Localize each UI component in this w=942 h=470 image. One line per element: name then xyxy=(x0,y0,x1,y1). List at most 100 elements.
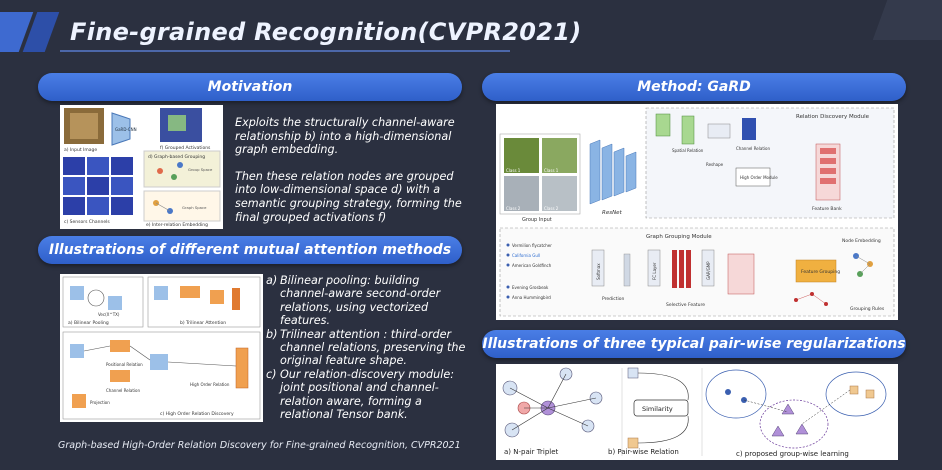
label-node-embedding: Node Embedding xyxy=(842,238,881,244)
output-block xyxy=(232,288,240,310)
bird-image xyxy=(542,176,577,211)
page-title: Fine-grained Recognition(CVPR2021) xyxy=(70,18,582,46)
label-channel: Channel Relation xyxy=(736,146,770,151)
class-label: Class 1 xyxy=(506,168,521,173)
list-item-text: Trilinear attention : third-order channe… xyxy=(280,327,466,368)
label-trilinear: b) Trilinear Attention xyxy=(180,320,226,326)
label-spatial: Spatial Relation xyxy=(672,148,704,153)
list-item: a)Bilinear pooling: building channel-awa… xyxy=(266,274,466,328)
activation-highlight xyxy=(168,115,186,131)
motivation-paragraph-1: Exploits the structurally channel-aware … xyxy=(235,116,455,157)
bird-name: Vermilion flycatcher xyxy=(512,243,552,248)
label-vec: Vec(X^TX) xyxy=(98,312,120,317)
bird-name: American Goldfinch xyxy=(512,263,552,268)
motivation-figure: a) Input Image GaRD-CNN f) Grouped Activ… xyxy=(60,105,223,229)
bg-stripe-3 xyxy=(872,0,942,40)
motivation-paragraph-2: Then these relation nodes are grouped in… xyxy=(235,169,462,224)
attention-figure: Vec(X^TX) a) Bilinear Pooling b) Triline… xyxy=(60,274,263,422)
bilinear-loop xyxy=(87,289,105,307)
projection-block xyxy=(72,394,86,408)
label-gard: GaRD-CNN xyxy=(115,127,137,132)
flow-arrow xyxy=(83,345,111,352)
trilinear-box xyxy=(147,276,261,328)
label-grouped: f) Grouped Activations xyxy=(160,145,211,151)
bird-name: Anna Hummingbird xyxy=(512,295,551,300)
label-graph-space: Graph Space xyxy=(182,205,207,210)
pair-wise-relation xyxy=(627,367,689,449)
feature-cube xyxy=(108,296,122,310)
relation-block xyxy=(110,370,130,382)
label-feature-bank: Feature Bank xyxy=(812,206,842,212)
label-inter-relation: e) Inter-relation Embedding xyxy=(146,222,208,228)
bird-image xyxy=(504,176,539,211)
label-hord: c) High Order Relation Discovery xyxy=(160,411,234,417)
bird-name: Evening Grosbeak xyxy=(512,285,549,290)
high-order-module xyxy=(735,167,771,187)
hord-box xyxy=(62,331,261,420)
label-group-wise: c) proposed group-wise learning xyxy=(736,450,849,458)
feature-cube xyxy=(150,354,168,370)
label-grouping-rules: Grouping Rules xyxy=(850,306,885,312)
list-item-text: Bilinear pooling: building channel-aware… xyxy=(280,274,441,328)
list-item-label: b) xyxy=(266,327,278,341)
method-figure-svg: Class 1 Class 1 Class 2 Class 2 Group In… xyxy=(499,107,895,317)
title-underline xyxy=(60,50,510,52)
graph-node xyxy=(157,168,163,174)
flow-arrow xyxy=(129,345,151,361)
resnet-blocks xyxy=(589,139,637,205)
label-hom: High Order Module xyxy=(740,175,778,180)
motivation-text: Exploits the structurally channel-aware … xyxy=(235,116,465,224)
relation-block xyxy=(210,290,224,304)
label-similarity: Similarity xyxy=(642,405,673,413)
vector-block xyxy=(623,253,631,287)
attention-list: a)Bilinear pooling: building channel-awa… xyxy=(266,274,466,421)
caption: Graph-based High-Order Relation Discover… xyxy=(58,440,461,451)
feature-grouping-box xyxy=(795,259,837,283)
group-wise-learning xyxy=(705,369,887,449)
graph-edge xyxy=(155,202,171,212)
list-item-label: a) xyxy=(266,274,278,287)
selective-feature xyxy=(672,250,691,288)
label-ggm: Graph Grouping Module xyxy=(646,234,712,240)
grouping-rules-graph xyxy=(794,292,828,306)
graph-grouping-box xyxy=(143,150,221,188)
list-item: c)Our relation-discovery module: joint p… xyxy=(266,368,466,422)
label-prediction: Prediction xyxy=(602,296,625,302)
feature-cube xyxy=(655,113,671,137)
label-rdm: Relation Discovery Module xyxy=(796,114,870,120)
list-item-text: Our relation-discovery module: joint pos… xyxy=(280,367,454,422)
label-reshape: Reshape xyxy=(706,162,724,167)
section-motivation: Motivation xyxy=(38,73,462,101)
matrix-block xyxy=(707,123,731,139)
tensor-bank xyxy=(235,347,249,389)
section-method: Method: GaRD xyxy=(482,73,906,101)
label-sensors: c) Sensors Channels xyxy=(64,219,110,225)
bird-name: California Gull xyxy=(512,253,540,258)
inter-relation-box xyxy=(143,190,221,222)
class-label: Class 2 xyxy=(506,206,521,211)
input-image-bird xyxy=(70,113,98,139)
n-pair-triplet xyxy=(502,367,603,438)
gard-cnn-block xyxy=(111,112,131,146)
class-label: Class 1 xyxy=(544,168,559,173)
relation-block xyxy=(180,286,200,298)
label-hor: High Order Relation xyxy=(190,382,230,387)
pairwise-figure: a) N-pair Triplet Similarity b) Pair-wis… xyxy=(496,364,898,460)
label-group-space: Group Space xyxy=(188,167,213,172)
relation-block xyxy=(110,340,130,352)
list-item: b)Trilinear attention : third-order chan… xyxy=(266,328,466,368)
label-channel: Channel Relation xyxy=(106,388,140,393)
graph-node xyxy=(177,162,183,168)
motivation-figure-svg: a) Input Image GaRD-CNN f) Grouped Activ… xyxy=(63,108,221,228)
bird-class-list: Vermilion flycatcher California Gull Ame… xyxy=(506,243,552,300)
label-projection: Projection xyxy=(90,400,110,405)
softmax-block xyxy=(591,249,605,287)
label-input: a) Input Image xyxy=(64,147,97,153)
label-resnet: ResNet xyxy=(602,210,623,216)
feature-bank xyxy=(815,143,841,201)
graph-node xyxy=(171,174,177,180)
bird-image xyxy=(542,138,577,173)
flow-arrow xyxy=(167,361,237,367)
bird-image xyxy=(504,138,539,173)
fc-layer-block xyxy=(647,249,661,287)
